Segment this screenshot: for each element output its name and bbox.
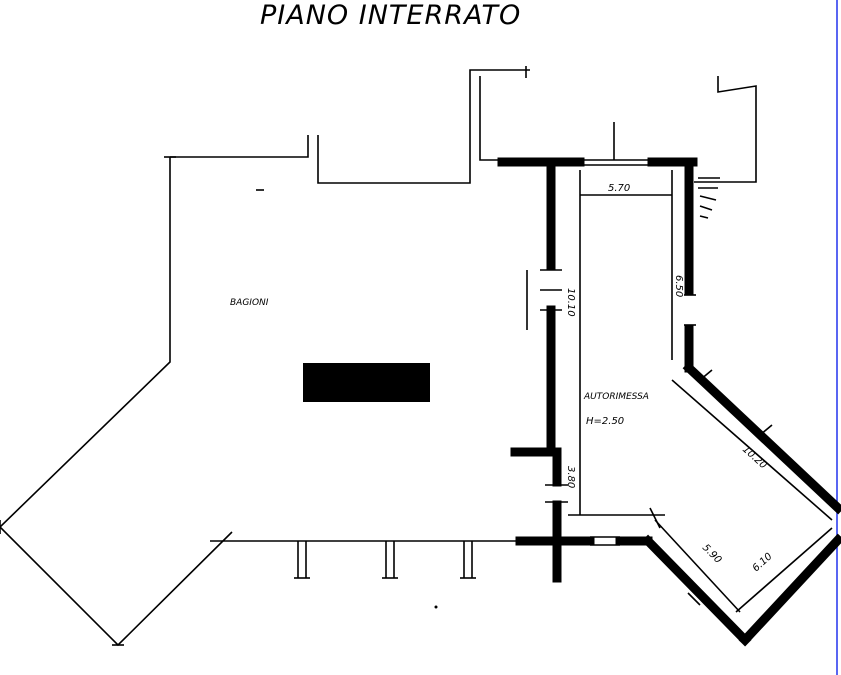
dim-top-width: 5.70 xyxy=(608,183,630,194)
dimension-lines xyxy=(568,122,833,613)
room-label-garage: AUTORIMESSA xyxy=(583,392,649,402)
dim-center-long: 10.10 xyxy=(565,288,576,317)
room-label-left: BAGIONI xyxy=(230,298,269,308)
stair-detail xyxy=(694,76,757,219)
dim-diagonal-upper: 10.20 xyxy=(740,444,769,471)
plan-title: PIANO INTERRATO xyxy=(260,0,521,31)
dim-bottom-diag-b: 6.10 xyxy=(751,551,775,574)
redaction-box xyxy=(303,363,430,402)
left-room-outline xyxy=(0,66,530,647)
left-room-bottom-wall xyxy=(210,540,522,579)
garage-openings xyxy=(526,269,793,606)
room-label-garage-height: H=2.50 xyxy=(586,416,624,427)
dim-right-upper: 6.50 xyxy=(673,275,684,297)
garage-walls xyxy=(497,157,841,647)
dim-lower-left: 3.80 xyxy=(565,466,576,488)
drawing-dot xyxy=(434,605,438,609)
dim-bottom-diag-a: 5.90 xyxy=(700,542,724,566)
